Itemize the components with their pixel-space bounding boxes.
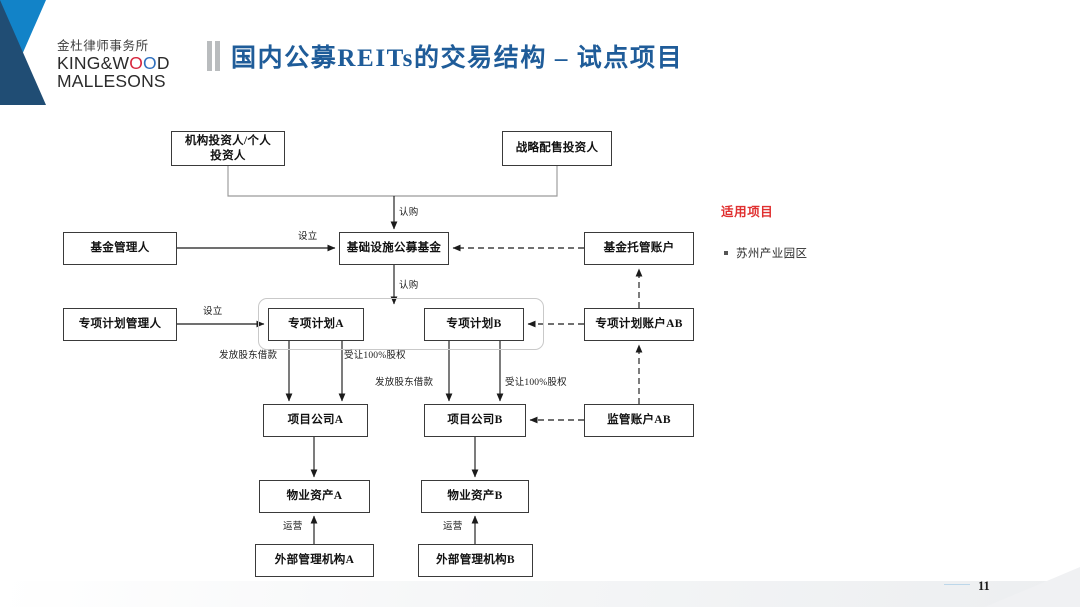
applicable-projects-heading: 适用项目 [721,205,774,219]
node-institutional-investors: 机构投资人/个人投资人 [171,131,285,166]
list-item-label: 苏州产业园区 [736,248,808,260]
list-item: 苏州产业园区 [724,245,807,261]
firm-logo-chinese: 金杜律师事务所 [57,39,149,53]
node-special-plan-account-ab: 专项计划账户AB [584,308,694,341]
firm-logo-english-line2: MALLESONS [57,71,166,92]
footer-corner-triangle [985,567,1080,607]
special-plans-group-box [258,298,544,350]
node-project-company-a: 项目公司A [263,404,368,437]
node-strategic-investors: 战略配售投资人 [502,131,612,166]
slide-title-block: 国内公募REITs的交易结构 – 试点项目 [207,38,683,74]
logo-corner-decoration [0,0,46,105]
page-number: 11 [978,579,990,593]
bullet-icon [724,251,728,255]
edge-label-acquire-equity-b: 受让100%股权 [505,378,567,388]
applicable-projects-list: 苏州产业园区 [724,245,807,261]
node-label: 机构投资人/个人投资人 [184,135,272,162]
node-special-plan-manager: 专项计划管理人 [63,308,177,341]
edge-label-establish-fund: 设立 [298,232,318,242]
firm-logo-d: D [156,52,170,73]
node-fund-custody-account: 基金托管账户 [584,232,694,265]
edge-label-subscribe-plan: 认购 [399,281,419,291]
edge-label-shareholder-loan-b: 发放股东借款 [375,378,434,388]
firm-logo-o-blue: O [143,52,157,73]
node-special-plan-b: 专项计划B [424,308,524,341]
node-external-manager-a: 外部管理机构A [255,544,374,577]
footer-rule [944,583,970,585]
edge-label-operation-b: 运营 [443,522,463,532]
node-public-infrastructure-fund: 基础设施公募基金 [339,232,449,265]
footer-band [0,581,1080,607]
node-property-asset-a: 物业资产A [259,480,370,513]
page-title: 国内公募REITs的交易结构 – 试点项目 [231,45,684,72]
node-project-company-b: 项目公司B [424,404,526,437]
node-property-asset-b: 物业资产B [421,480,529,513]
edge-label-operation-a: 运营 [283,522,303,532]
title-bars-icon [207,41,220,71]
firm-logo-o-red: O [129,52,143,73]
firm-logo-kingw: KING&W [57,52,130,73]
firm-logo-english-line1: KING&WOOD [57,52,172,73]
edge-label-acquire-equity-a: 受让100%股权 [344,351,406,361]
node-external-manager-b: 外部管理机构B [418,544,533,577]
node-regulatory-account-ab: 监管账户AB [584,404,694,437]
node-fund-manager: 基金管理人 [63,232,177,265]
corner-triangle-dark [0,0,46,105]
node-special-plan-a: 专项计划A [268,308,364,341]
edge-label-shareholder-loan-a: 发放股东借款 [219,351,278,361]
edge-label-establish-plan: 设立 [203,307,223,317]
edge-label-subscribe-top: 认购 [399,208,419,218]
firm-logo: 金杜律师事务所 KING&WOOD MALLESONS [57,39,172,92]
